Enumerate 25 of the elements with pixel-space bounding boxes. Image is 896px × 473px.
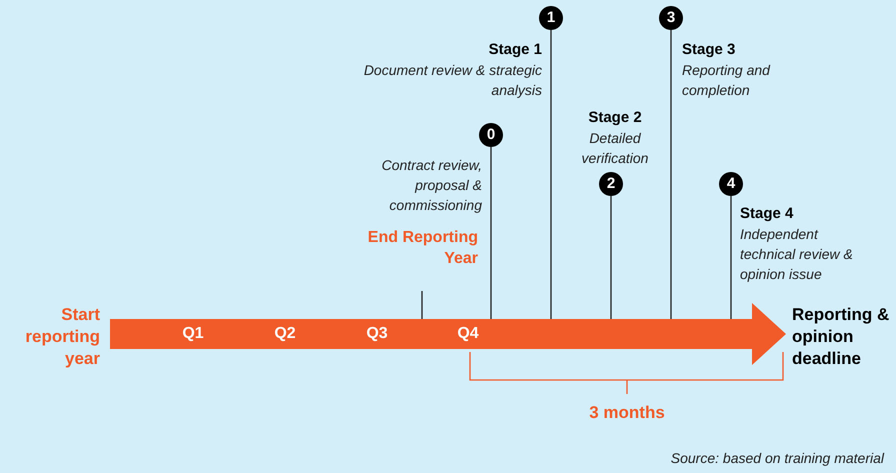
stage-description: Contract review, proposal & commissioning	[380, 156, 482, 215]
connector-line	[490, 147, 492, 319]
stage-title: Stage 4	[740, 204, 794, 224]
connector-line	[730, 196, 732, 319]
source-caption: Source: based on training material	[670, 449, 884, 468]
timeline-arrow	[110, 303, 786, 365]
quarter-label: Q2	[274, 326, 296, 342]
quarter-label: Q4	[457, 326, 479, 342]
connector-line	[421, 291, 423, 319]
quarter-label: Q3	[366, 326, 388, 342]
duration-label: 3 months	[588, 402, 666, 424]
stage-description: Independent technical review & opinion issue	[740, 225, 854, 284]
connector-line	[550, 30, 552, 319]
connector-line	[670, 30, 672, 319]
stage-title: Stage 3	[682, 40, 736, 60]
stage-title: Stage 2	[587, 108, 643, 128]
stage-description: Reporting and completion	[682, 61, 772, 100]
quarter-label: Q1	[182, 326, 204, 342]
connector-line	[610, 196, 612, 319]
stage-description: Document review & strategic analysis	[362, 61, 542, 100]
stage-description: Detailed verification	[580, 129, 650, 168]
deadline-label: Reporting & opinion deadline	[792, 304, 890, 370]
milestone-label: End Reporting Year	[366, 227, 478, 269]
stage-title: Stage 1	[488, 40, 542, 60]
start-label: Start reporting year	[24, 304, 100, 370]
